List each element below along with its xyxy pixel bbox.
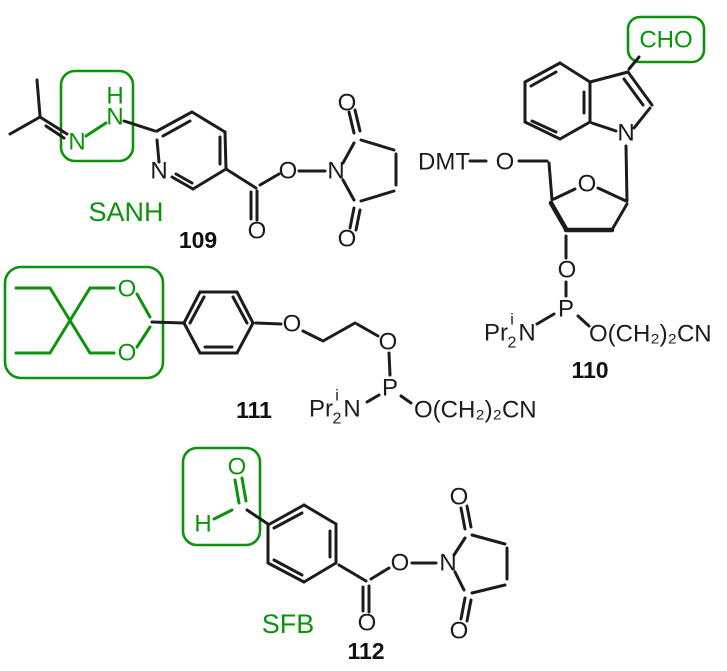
- atom-label-n-succinimide: N: [327, 158, 344, 185]
- atom-label-o-ester: O: [391, 550, 410, 577]
- atom-label-o-imide-bottom: O: [338, 226, 357, 253]
- aldehyde-tag-cho: CHO: [639, 27, 692, 54]
- atom-label-n-amine: N: [518, 320, 535, 347]
- compound-number-110: 110: [571, 357, 608, 383]
- atom-label-o-ring: O: [578, 171, 597, 198]
- atom-label-o-aldehyde: O: [228, 454, 247, 481]
- atom-label-n-pyridine: N: [150, 158, 167, 185]
- atom-label-n-indole: N: [617, 120, 634, 147]
- reagent-name-sanh: SANH: [88, 197, 163, 227]
- skeleton-111: [150, 290, 413, 405]
- atom-label-o-dmt: O: [496, 149, 515, 176]
- atom-label-o-3prime: O: [558, 257, 577, 284]
- atom-label-o-imide-bottom: O: [450, 618, 469, 645]
- highlight-box-aldehyde: [181, 446, 262, 547]
- atom-label-n-hydrazide: N: [106, 104, 123, 131]
- atom-label-p: P: [382, 375, 398, 402]
- highlight-box-acetal: [3, 265, 165, 380]
- compound-number-112: 112: [347, 638, 384, 664]
- atom-label-o-ester: O: [279, 158, 298, 185]
- atom-label-o-imide-top: O: [450, 484, 469, 511]
- skeleton-112: [245, 503, 509, 623]
- group-label-dmt: DMT: [418, 149, 470, 176]
- atom-label-o-acetal-top: O: [118, 276, 137, 303]
- highlight-box-hydrazide: [59, 69, 135, 163]
- pr-superscript-i: i: [335, 388, 339, 405]
- skeleton-111-acetal-green: [14, 286, 152, 355]
- atom-label-h-aldehyde: H: [194, 511, 211, 538]
- compound-number-111: 111: [236, 397, 272, 423]
- compound-number-109: 109: [179, 227, 217, 253]
- atom-label-o-imide-top: O: [338, 90, 357, 117]
- atom-label-o-acetal-bottom: O: [118, 340, 137, 367]
- skeleton-109: [8, 78, 398, 232]
- group-label-pr: Pr: [309, 396, 333, 423]
- atom-label-p: P: [558, 296, 574, 323]
- group-label-cyanoethyl: O(CH₂)₂CN: [589, 321, 712, 348]
- atom-label-o-aryl: O: [283, 311, 302, 338]
- atom-label-o-carbonyl: O: [358, 610, 377, 637]
- atom-label-n-amine: N: [343, 396, 360, 423]
- molecule-110-phosphoramidite: CHO N DMT O O O P Pr 2 i N O(CH₂)₂CN 110: [418, 15, 712, 383]
- molecule-112-sfb: O H O O N O O SFB 112: [181, 446, 509, 664]
- group-label-cyanoethyl: O(CH₂)₂CN: [414, 397, 537, 424]
- pr-subscript-2: 2: [333, 411, 342, 428]
- atom-label-o-carbonyl: O: [248, 218, 267, 245]
- atom-label-n-succinimide: N: [439, 550, 456, 577]
- pr-subscript-2: 2: [508, 335, 517, 352]
- skeleton-112-aldehyde-green: [212, 476, 248, 521]
- molecule-111-acetal-phosphoramidite: O O O O P Pr 2 i N O(CH₂)₂CN 111: [3, 265, 537, 428]
- pr-superscript-i: i: [510, 312, 514, 329]
- atom-label-h-hydrazide: H: [106, 83, 123, 110]
- highlight-box-cho: [626, 15, 706, 64]
- skeleton-110: [468, 55, 654, 328]
- reagent-name-sfb: SFB: [262, 609, 315, 639]
- atom-label-o-chain: O: [379, 329, 398, 356]
- molecule-109-sanh: H N N N O O N O O SANH 109: [8, 69, 398, 253]
- group-label-pr: Pr: [484, 320, 508, 347]
- atom-label-n-hydrazone: N: [68, 129, 85, 156]
